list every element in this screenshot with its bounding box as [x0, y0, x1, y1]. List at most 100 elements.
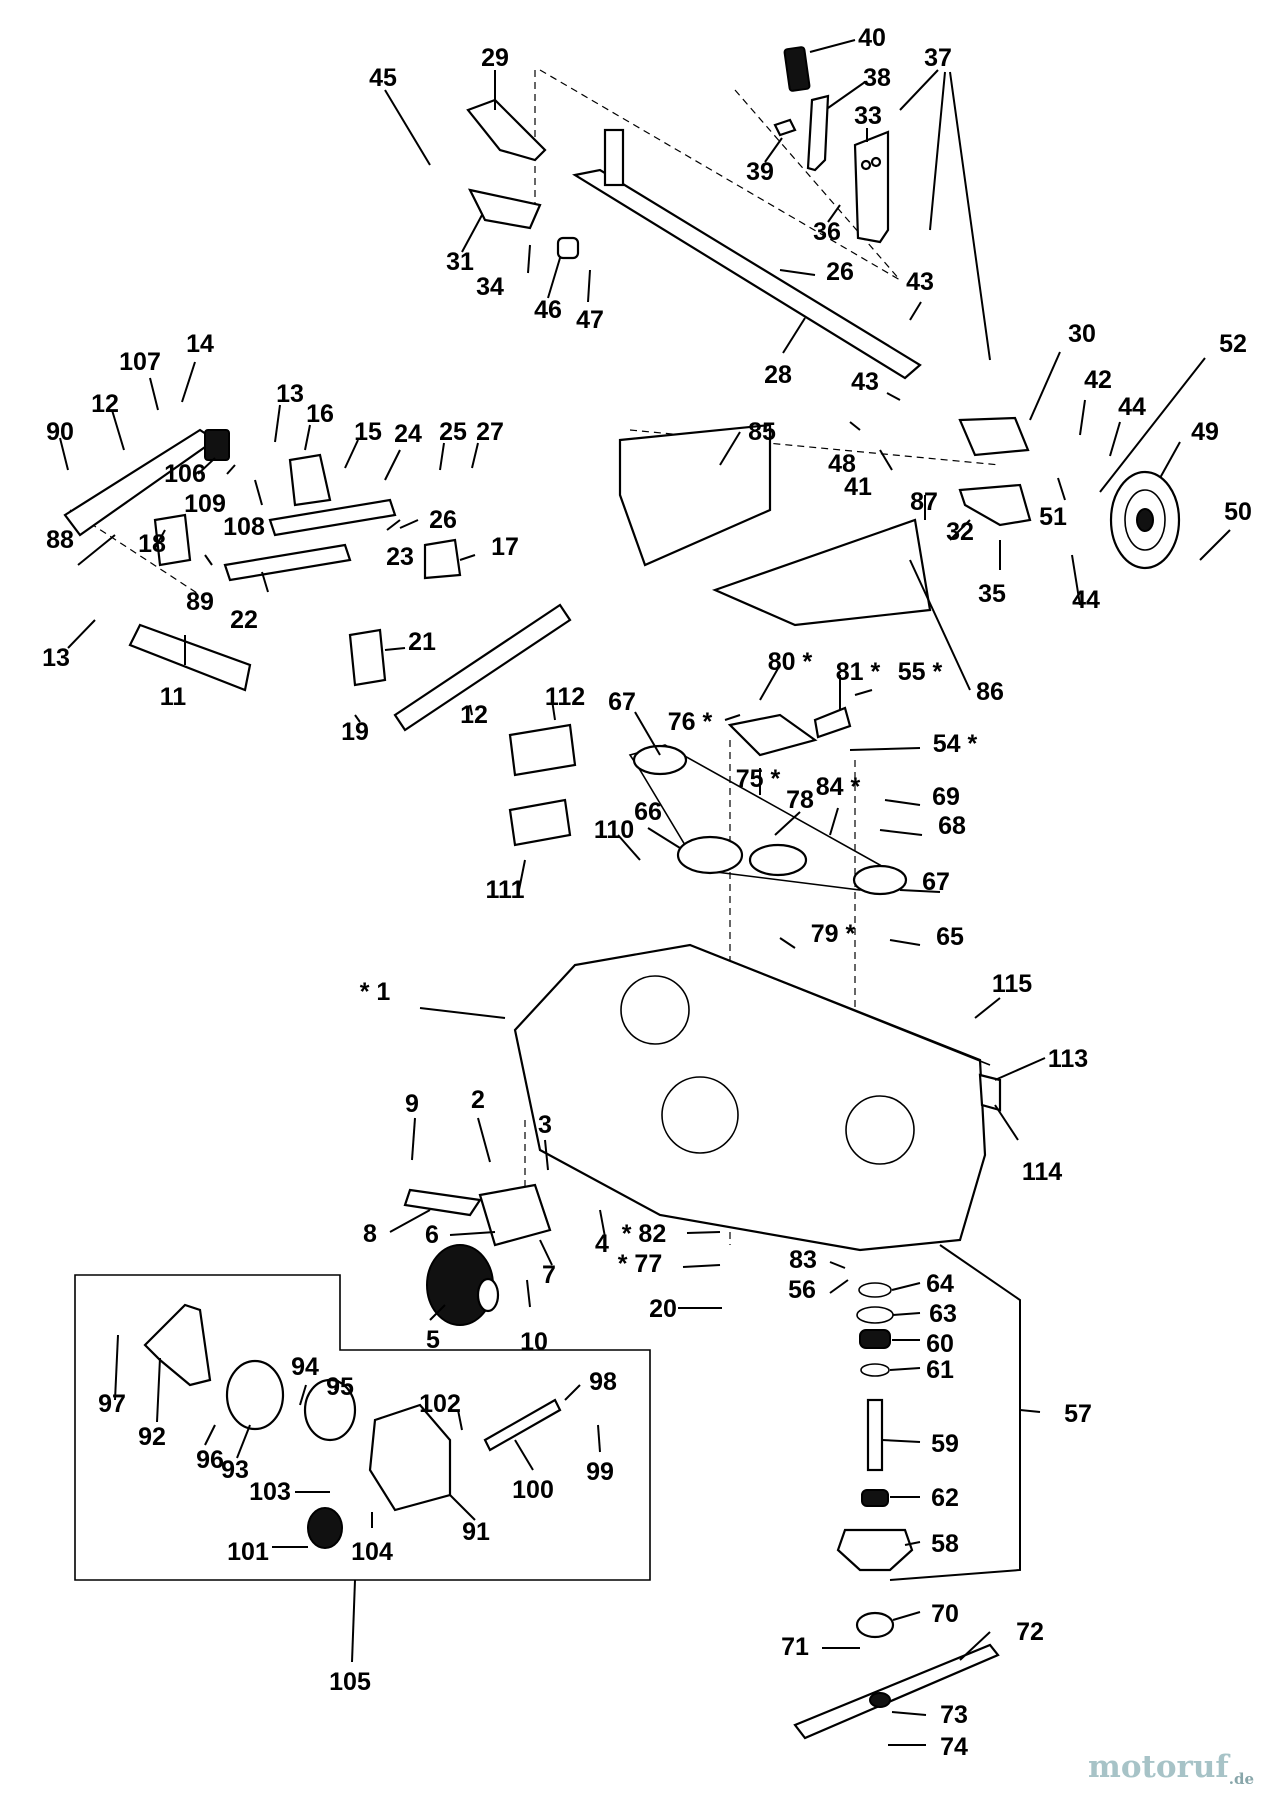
part-label: 47: [576, 306, 604, 334]
part-label: 5: [426, 1326, 440, 1354]
part-label: 42: [1084, 366, 1112, 394]
watermark-suffix: .de: [1228, 1770, 1254, 1788]
part-label: 13: [276, 380, 304, 408]
part-label: 39: [746, 158, 774, 186]
part-label: 60: [926, 1330, 954, 1358]
part-label: 8: [363, 1220, 377, 1248]
part-label: 80 *: [768, 648, 813, 676]
part-label: 40: [858, 24, 886, 52]
bracket-hole: [860, 159, 872, 171]
blade-72: [793, 1643, 1000, 1740]
shaft-100: [483, 1398, 562, 1452]
part-label: 87: [910, 488, 938, 516]
part-label: 33: [854, 102, 882, 130]
pedal-assembly: [466, 46, 1181, 570]
shaft-28: [572, 168, 922, 380]
part-label: 7: [542, 1261, 556, 1289]
part-label: 67: [922, 868, 950, 896]
part-label: 113: [1048, 1045, 1088, 1073]
part-label: 19: [341, 718, 369, 746]
part-label: 46: [534, 296, 562, 324]
part-label: 56: [788, 1276, 816, 1304]
part-label: 108: [223, 513, 265, 541]
part-label: 94: [291, 1353, 319, 1381]
hub-70: [855, 1611, 895, 1639]
part-label: 10: [520, 1328, 548, 1356]
part-label: 83: [789, 1246, 817, 1274]
part-label: 44: [1072, 586, 1100, 614]
part-label: 16: [306, 400, 334, 428]
part-label: 26: [429, 506, 457, 534]
idler-bracket-75: [727, 713, 818, 757]
part-label: 52: [1219, 330, 1247, 358]
part-label: 65: [936, 923, 964, 951]
bracket-33: [853, 130, 890, 244]
arm-92: [143, 1303, 212, 1387]
part-label: 30: [1068, 320, 1096, 348]
part-label: 106: [164, 460, 206, 488]
part-label: 100: [512, 1476, 554, 1504]
bearing-62: [861, 1489, 889, 1507]
part-label: * 77: [618, 1250, 662, 1278]
part-label: 84 *: [816, 773, 861, 801]
part-label: 18: [138, 530, 166, 558]
part-label: 78: [786, 786, 814, 814]
part-label: 36: [813, 218, 841, 246]
part-label: 55 *: [898, 658, 943, 686]
left-linkage: [63, 428, 572, 732]
part-label: 34: [476, 273, 504, 301]
roller-end: [476, 1277, 500, 1313]
rod-22: [223, 543, 352, 582]
pulley-67-left: [632, 744, 688, 776]
spindle-mount-center: [661, 1076, 739, 1154]
part-label: * 82: [622, 1220, 666, 1248]
knob-101: [307, 1507, 343, 1549]
pad-106: [204, 429, 230, 461]
part-label: 81 *: [836, 658, 881, 686]
bracket-32: [958, 483, 1032, 527]
part-label: 32: [946, 518, 974, 546]
part-label: 35: [978, 580, 1006, 608]
leader-lines: [59, 39, 1231, 1746]
part-label: 9: [405, 1090, 419, 1118]
bracket-16: [288, 453, 332, 507]
decal-111: [508, 798, 572, 847]
part-label: 43: [906, 268, 934, 296]
cover-85: [618, 423, 772, 567]
part-label: 49: [1191, 418, 1219, 446]
bracket-31: [467, 188, 542, 230]
part-label: 101: [227, 1538, 269, 1566]
part-label: 59: [931, 1430, 959, 1458]
axle-8: [403, 1188, 482, 1217]
part-label: 22: [230, 606, 258, 634]
wheel-axle: [1136, 508, 1154, 532]
bearing-60: [859, 1329, 891, 1349]
part-label: 92: [138, 1423, 166, 1451]
part-label: 13: [42, 644, 70, 672]
pulley-95: [303, 1378, 357, 1442]
bracket-18: [153, 513, 192, 567]
housing-58: [836, 1528, 914, 1572]
part-label: 62: [931, 1484, 959, 1512]
part-label: 6: [425, 1221, 439, 1249]
part-label: 2: [471, 1086, 485, 1114]
part-label: 114: [1022, 1158, 1062, 1186]
part-label: 70: [931, 1600, 959, 1628]
part-label: 41: [844, 473, 872, 501]
rod-11: [128, 623, 252, 692]
shaft-arm: [603, 128, 625, 187]
part-label: 20: [649, 1295, 677, 1323]
bracket-7: [478, 1183, 552, 1247]
part-label: 75 *: [736, 765, 781, 793]
pedal-arm: [806, 94, 830, 172]
bracket-29: [466, 98, 547, 162]
part-label: 28: [764, 361, 792, 389]
part-label: 58: [931, 1530, 959, 1558]
part-label: 25: [439, 418, 467, 446]
part-label: 37: [924, 44, 952, 72]
part-label: 21: [408, 628, 436, 656]
bracket-30: [958, 416, 1030, 457]
part-label: 44: [1118, 393, 1146, 421]
